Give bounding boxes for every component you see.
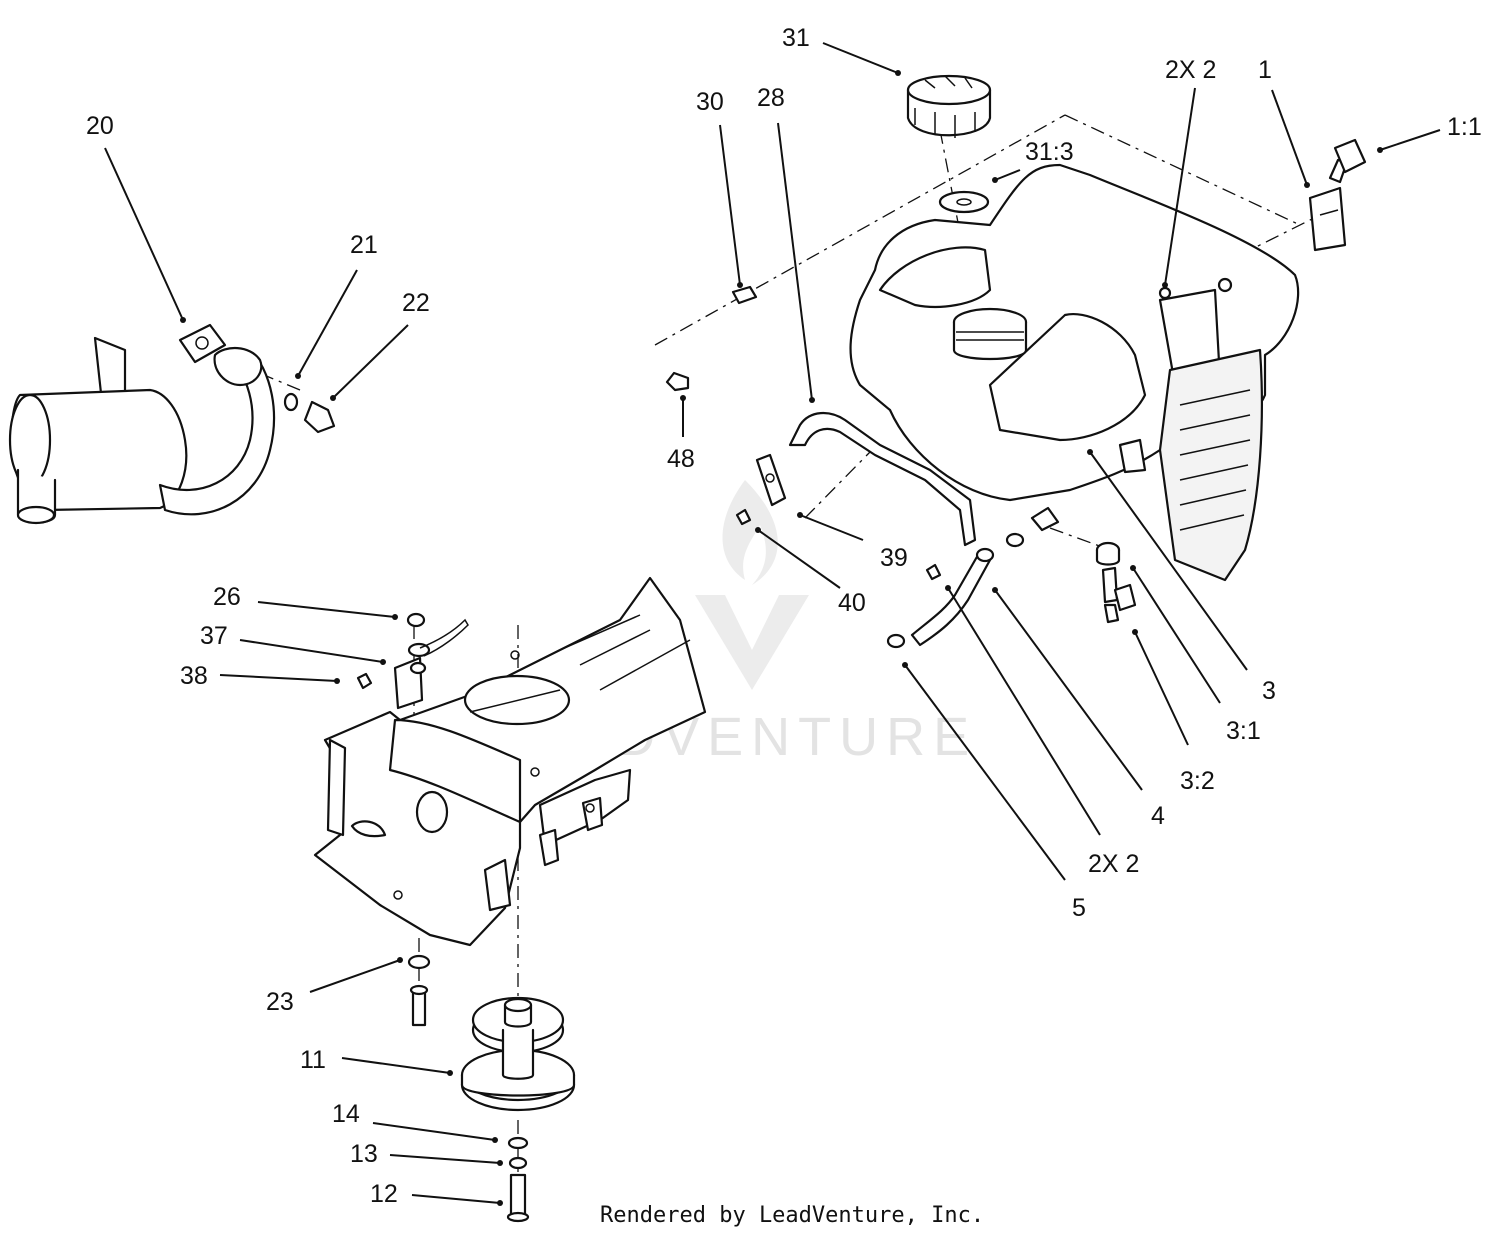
- callout-31-3: 31:3: [1025, 138, 1074, 166]
- callout-4: 4: [1151, 802, 1165, 830]
- hardware-30-48: [665, 285, 758, 392]
- watermark-v-logo-icon: [695, 595, 809, 690]
- frame-bracket-hardware: [356, 612, 469, 710]
- callout-3-1: 3:1: [1226, 717, 1261, 745]
- callout-12: 12: [370, 1180, 398, 1208]
- engine-frame: [313, 576, 707, 947]
- callout-3: 3: [1262, 677, 1276, 705]
- fuel-cap-gasket: [938, 190, 990, 214]
- callout-3-2: 3:2: [1180, 767, 1215, 795]
- callout-2x2-upper: 2X 2: [1165, 56, 1216, 84]
- callout-40: 40: [838, 589, 866, 617]
- callout-2x2-lower: 2X 2: [1088, 850, 1139, 878]
- footer-credit: Rendered by LeadVenture, Inc.: [600, 1203, 984, 1228]
- callout-28: 28: [757, 84, 785, 112]
- callout-labels: 31 30 28 2X 2 1 1:1 31:3 20 21 22 48 39 …: [86, 24, 1482, 1208]
- callout-31: 31: [782, 24, 810, 52]
- callout-1: 1: [1258, 56, 1272, 84]
- fuel-tank-assembly: [849, 163, 1300, 582]
- callout-48: 48: [667, 445, 695, 473]
- callout-30: 30: [696, 88, 724, 116]
- leader-lines: [104, 42, 1441, 1206]
- callout-21: 21: [350, 231, 378, 259]
- fuel-cap: [906, 74, 992, 138]
- callout-11: 11: [300, 1046, 326, 1074]
- callout-22: 22: [402, 289, 430, 317]
- watermark-flame-icon: [722, 480, 778, 585]
- callout-13: 13: [350, 1140, 378, 1168]
- callout-37: 37: [200, 622, 228, 650]
- callout-38: 38: [180, 662, 208, 690]
- callout-5: 5: [1072, 894, 1086, 922]
- callout-14: 14: [332, 1100, 360, 1128]
- callout-20: 20: [86, 112, 114, 140]
- callout-26: 26: [213, 583, 241, 611]
- fuel-shutoff-switch: [1308, 138, 1367, 252]
- callout-23: 23: [266, 988, 294, 1016]
- muffler-assembly: [8, 323, 336, 525]
- pulley-assembly: [407, 954, 576, 1223]
- fuel-line-assembly: [735, 412, 1137, 649]
- callout-1-1: 1:1: [1447, 113, 1482, 141]
- callout-39: 39: [880, 544, 908, 572]
